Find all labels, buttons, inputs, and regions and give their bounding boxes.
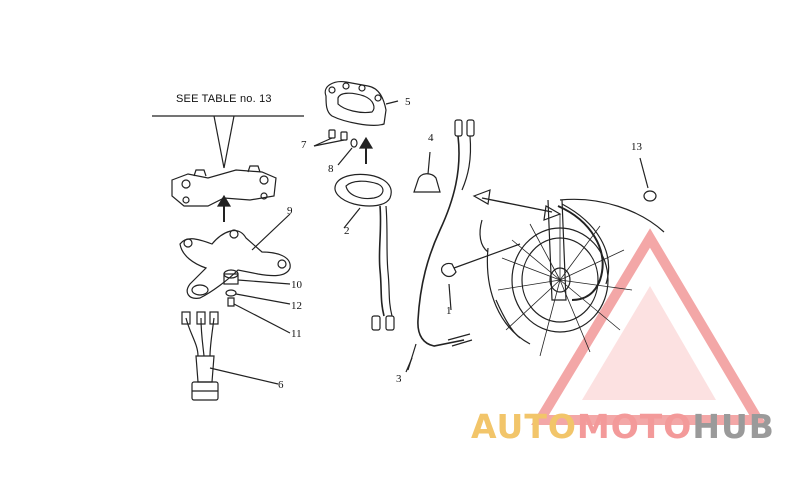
watermark-part-hub: HUB (692, 407, 775, 446)
watermark-text: AUTOMOTOHUB (471, 410, 775, 443)
watermark-logo (531, 228, 767, 425)
wiring-harness-part (181, 311, 219, 401)
direction-arrow (472, 189, 562, 221)
callout-5: 5 (405, 96, 411, 108)
callout-11: 11 (291, 328, 302, 340)
callout-6: 6 (278, 379, 284, 391)
watermark-part-auto: AUTO (471, 407, 577, 446)
small-fasteners (328, 129, 358, 148)
callout-10: 10 (291, 279, 302, 291)
callout-12: 12 (291, 300, 302, 312)
speedometer-cable-part (407, 119, 475, 371)
callout-13: 13 (631, 141, 642, 153)
watermark-part-moto: MOTO (576, 407, 693, 446)
mounting-plate-part (179, 229, 291, 299)
callout-7: 7 (301, 139, 307, 151)
hardware-stack (223, 269, 239, 307)
nut-13-part (639, 157, 657, 202)
cover-part (324, 81, 387, 126)
table-reference-bracket (152, 115, 304, 169)
callout-2: 2 (344, 225, 350, 237)
callout-3: 3 (396, 373, 402, 385)
cable-clip-part (413, 151, 441, 193)
callout-1: 1 (446, 305, 452, 317)
callout-9: 9 (287, 205, 293, 217)
front-wheel-assembly (479, 198, 665, 357)
grommet-part (441, 243, 521, 311)
table-reference-note: SEE TABLE no. 13 (176, 93, 272, 105)
speedometer-part (334, 173, 395, 331)
callout-8: 8 (328, 163, 334, 175)
callout-4: 4 (428, 132, 434, 144)
upper-bracket-part (171, 165, 277, 207)
